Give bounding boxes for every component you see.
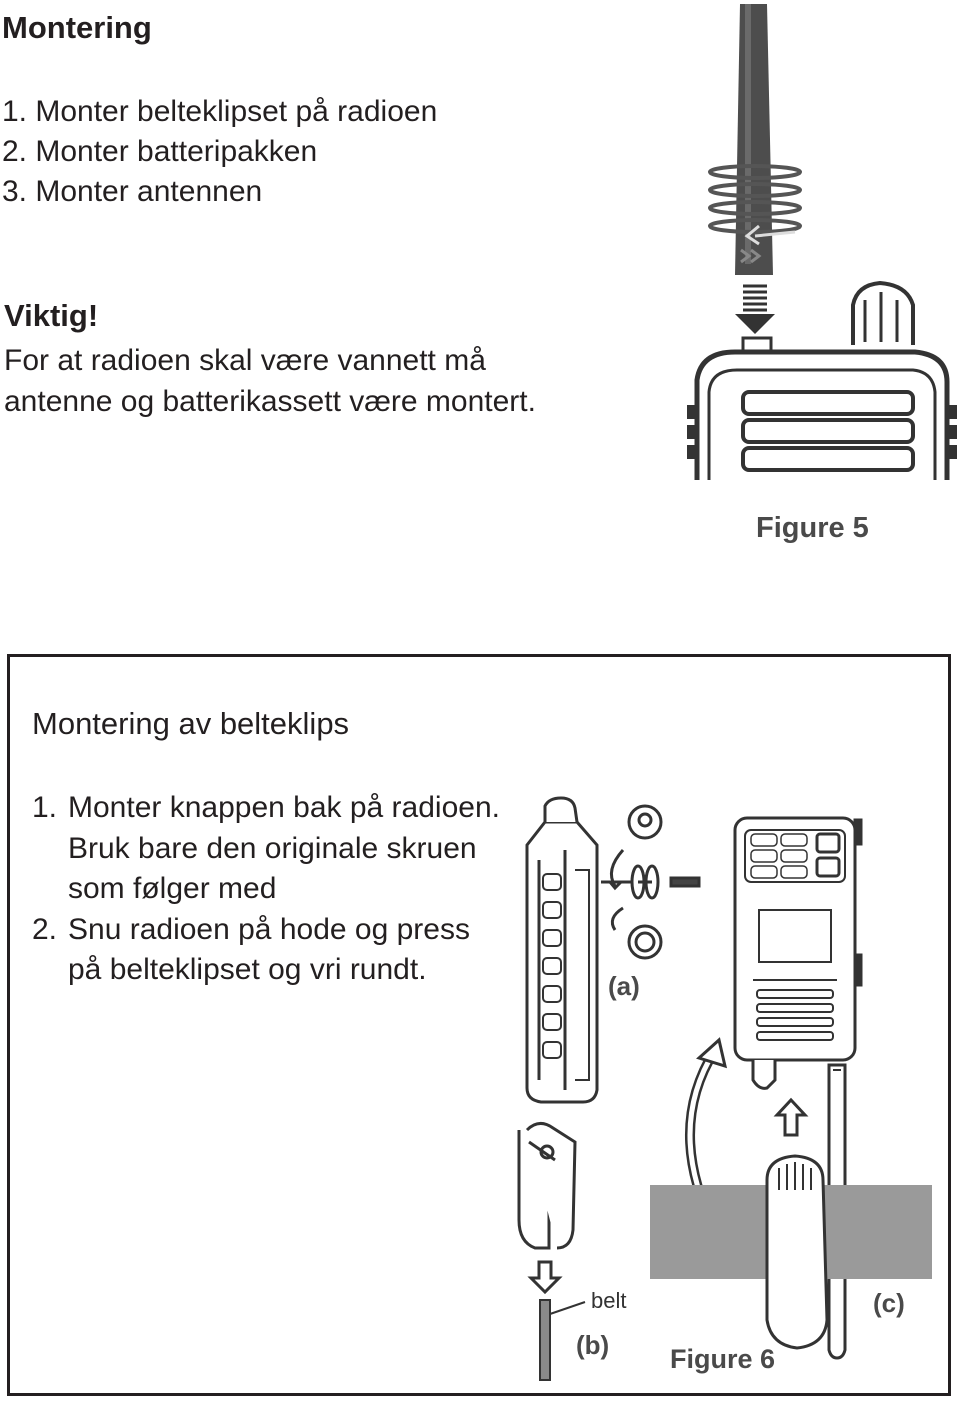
figure6-label-c: (c)	[873, 1288, 905, 1318]
figure6-illustration: (a)	[517, 796, 932, 1381]
step-number: 1.	[32, 791, 58, 824]
clip-on-belt	[765, 1154, 829, 1350]
mounting-steps: 1. Monter belteklipset på radioen 2. Mon…	[2, 92, 437, 212]
figure6-caption: Figure 6	[670, 1344, 775, 1374]
step-text: Snu radioen på hode og press på beltekli…	[68, 912, 470, 987]
step-number: 2.	[32, 912, 58, 946]
belt-clip-step: 2. Snu radioen på hode og press på belte…	[32, 910, 502, 991]
belt-clip-step: 1. Monter knappen bak på radioen. Bruk b…	[32, 788, 502, 910]
important-text: For at radioen skal være vannett må ante…	[4, 344, 536, 418]
belt-clip-steps: 1. Monter knappen bak på radioen. Bruk b…	[32, 788, 502, 991]
step-text: Monter knappen bak på radioen. Bruk bare…	[68, 791, 500, 905]
figure6-label-belt: belt	[591, 1288, 626, 1313]
step-item: 2. Monter batteripakken	[2, 135, 318, 168]
figure5-illustration	[687, 4, 957, 480]
figure5-caption: Figure 5	[756, 512, 869, 544]
screw-and-knob	[601, 804, 701, 960]
belt-clip-title: Montering av belteklips	[32, 706, 350, 741]
radio-front-view	[733, 816, 863, 1090]
figure6-label-b: (b)	[576, 1330, 609, 1360]
step-item: 1. Monter belteklipset på radioen	[2, 95, 438, 128]
step-item: 3. Monter antennen	[2, 175, 263, 208]
belt-clip-box	[7, 654, 951, 1396]
radio-side-view	[525, 796, 599, 1104]
important-heading: Viktig!	[4, 298, 99, 333]
clip-side-view	[517, 1122, 577, 1250]
figure6-label-a: (a)	[608, 971, 640, 1001]
page-title: Montering	[2, 10, 152, 45]
